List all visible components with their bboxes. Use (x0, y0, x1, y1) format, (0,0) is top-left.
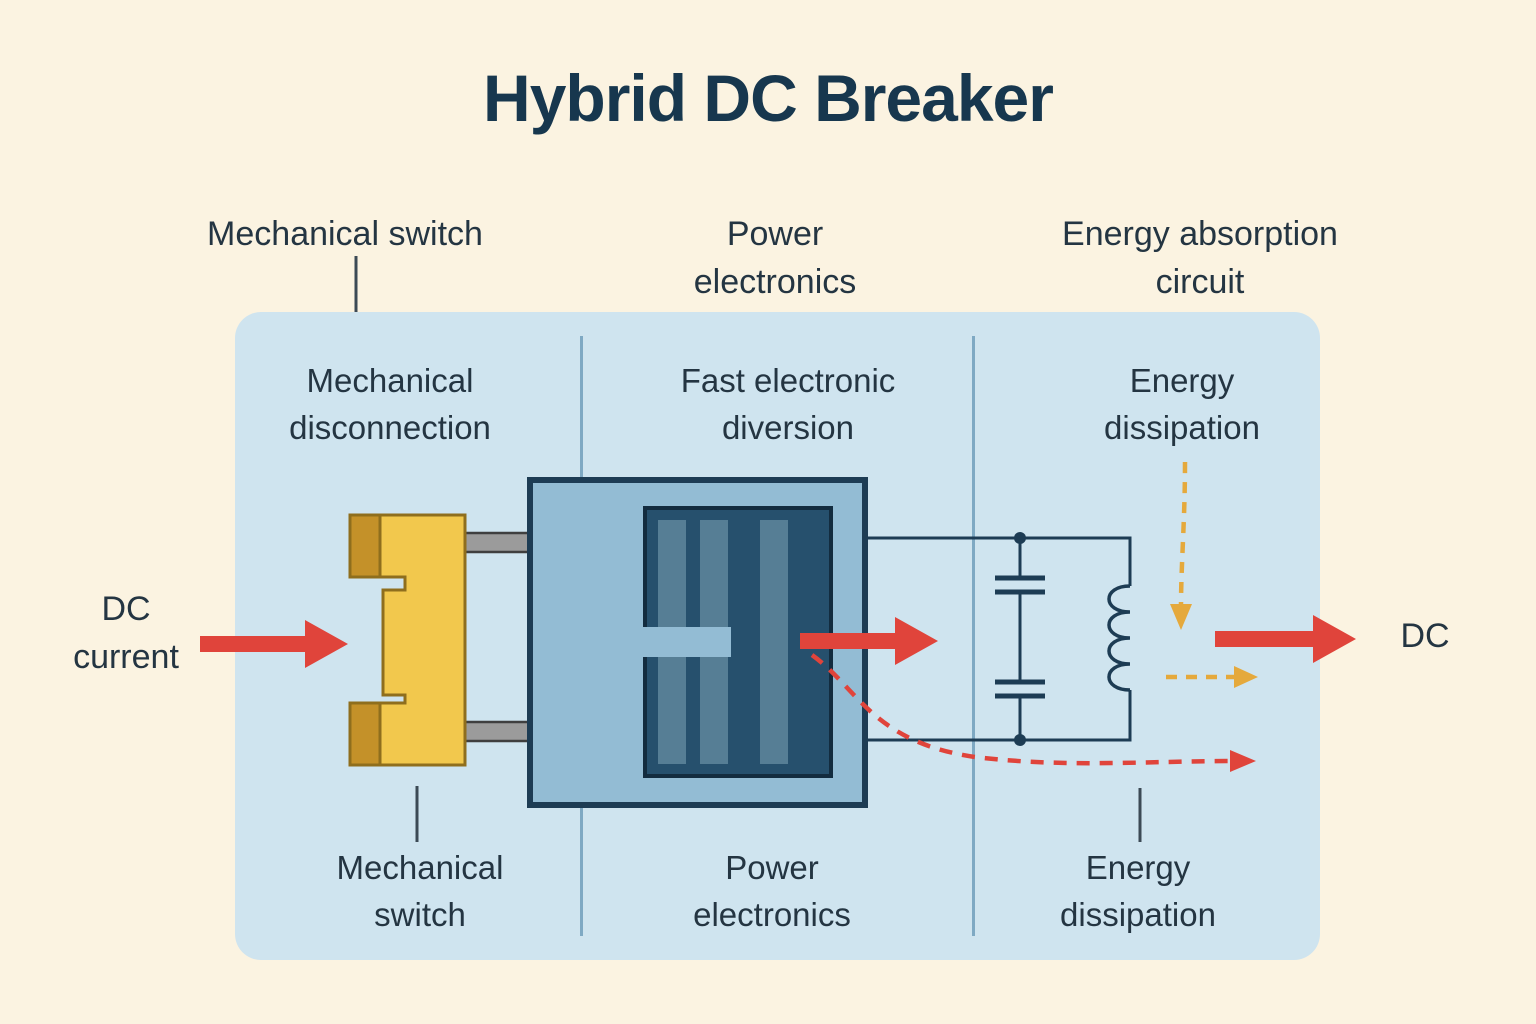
bottom-label-mechanical-switch: Mechanical switch (336, 849, 504, 933)
page-title: Hybrid DC Breaker (483, 61, 1054, 135)
bottom-label-energy-dissipation: Energy dissipation (1060, 849, 1216, 933)
top-label-power-electronics: Power electronics (693, 215, 857, 302)
contact-cap-top (348, 513, 382, 579)
energy-dashed-arrow-right-head (1234, 666, 1258, 688)
igbt-bar-2-top (700, 520, 728, 627)
igbt-bar-3 (760, 520, 788, 764)
bypass-dashed-arrow (810, 653, 1233, 766)
energy-dashed-arrow-down (1178, 461, 1188, 607)
bypass-dashed-arrow-head (1230, 750, 1256, 772)
module-notch (643, 627, 731, 657)
circuit-wire-top (865, 536, 1132, 586)
energy-dashed-arrow-down-head (1170, 604, 1192, 630)
contact-cap-bottom (348, 701, 382, 767)
section-divider-right (972, 336, 975, 936)
dc-output-arrow (1215, 615, 1356, 663)
section-header-mechanical-disconnection: Mechanical disconnection (289, 362, 491, 446)
section-header-fast-electronic-diversion: Fast electronic diversion (680, 362, 896, 446)
top-label-energy-absorption-circuit: Energy absorption circuit (1062, 215, 1338, 302)
junction-dot-bottom (1014, 734, 1026, 746)
top-label-mechanical-switch: Mechanical switch (207, 215, 483, 253)
junction-dot-top (1014, 532, 1026, 544)
diversion-arrow (800, 617, 938, 665)
section-header-energy-dissipation: Energy dissipation (1104, 362, 1260, 446)
mechanical-switch-contact (348, 513, 467, 767)
dc-input-arrow (200, 620, 348, 668)
capacitor-branch (995, 538, 1045, 740)
bottom-label-power-electronics: Power electronics (693, 849, 851, 933)
dc-current-input-label: DC current (73, 590, 179, 677)
dc-output-label: DC (1400, 617, 1450, 655)
igbt-bar-2-bottom (700, 657, 728, 764)
inductor-coil (1107, 584, 1131, 692)
energy-absorption-circuit (865, 536, 1132, 742)
circuit-wire-bottom (865, 690, 1132, 742)
